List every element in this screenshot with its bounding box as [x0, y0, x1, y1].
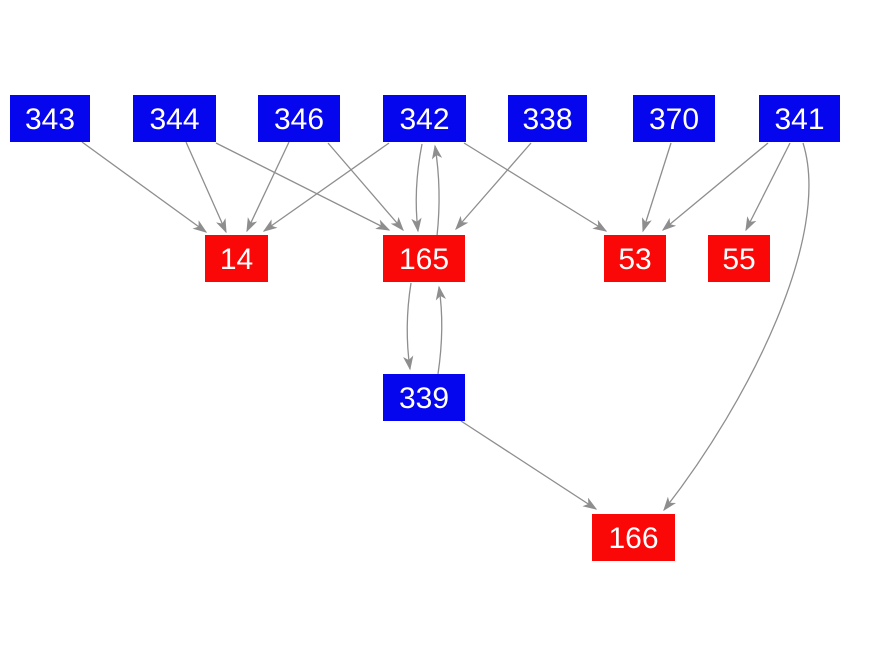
- node-14-label: 14: [220, 243, 253, 276]
- edge-344-to-165: [215, 142, 391, 231]
- nodes-layer: 343 344 346 342 338 370 341 14 165 53 55 339 166: [10, 95, 840, 561]
- node-343-label: 343: [25, 103, 75, 136]
- edge-370-to-53: [641, 142, 672, 233]
- node-341-box: [759, 95, 840, 142]
- edge-346-to-165: [327, 142, 404, 232]
- node-341: 341: [759, 95, 840, 142]
- node-370-box: [633, 95, 715, 142]
- node-14-box: [205, 235, 268, 282]
- node-346-label: 346: [274, 103, 324, 136]
- node-338-label: 338: [522, 103, 572, 136]
- node-342: 342: [383, 95, 466, 142]
- node-165: 165: [383, 235, 465, 282]
- node-343-box: [10, 95, 90, 142]
- edges-layer: [81, 141, 810, 512]
- node-166: 166: [592, 514, 675, 561]
- node-338: 338: [508, 95, 587, 142]
- edge-341-to-55: [745, 142, 791, 232]
- edge-343-to-14: [81, 141, 208, 233]
- node-166-label: 166: [608, 522, 658, 555]
- edge-342-to-165: [411, 143, 423, 233]
- edge-344-to-14: [185, 141, 227, 234]
- node-370: 370: [633, 95, 715, 142]
- node-166-box: [592, 514, 675, 561]
- node-53: 53: [604, 235, 666, 282]
- node-339-box: [383, 374, 465, 421]
- node-165-box: [383, 235, 465, 282]
- node-346-box: [258, 95, 340, 142]
- node-14: 14: [205, 235, 268, 282]
- node-343: 343: [10, 95, 90, 142]
- node-344-box: [133, 95, 216, 142]
- node-344-label: 344: [149, 103, 199, 136]
- edge-341-to-53: [661, 142, 769, 231]
- node-346: 346: [258, 95, 340, 142]
- edge-341-to-166: [663, 142, 810, 512]
- node-339: 339: [383, 374, 465, 421]
- node-342-label: 342: [399, 103, 449, 136]
- edge-165-to-339: [403, 282, 414, 371]
- node-342-box: [383, 95, 466, 142]
- edge-339-to-166: [460, 420, 598, 510]
- edge-342-to-14: [262, 142, 390, 232]
- node-53-label: 53: [618, 243, 651, 276]
- node-338-box: [508, 95, 587, 142]
- node-339-label: 339: [399, 382, 449, 415]
- edge-165-to-342: [431, 144, 443, 237]
- node-55-label: 55: [722, 243, 755, 276]
- node-370-label: 370: [649, 103, 699, 136]
- edge-346-to-14: [246, 141, 290, 233]
- edge-338-to-165: [455, 142, 532, 231]
- node-53-box: [604, 235, 666, 282]
- edge-339-to-165: [435, 285, 446, 375]
- node-344: 344: [133, 95, 216, 142]
- node-55: 55: [708, 235, 770, 282]
- edge-342-to-53: [463, 142, 608, 232]
- node-55-box: [708, 235, 770, 282]
- node-165-label: 165: [399, 243, 449, 276]
- node-341-label: 341: [774, 103, 824, 136]
